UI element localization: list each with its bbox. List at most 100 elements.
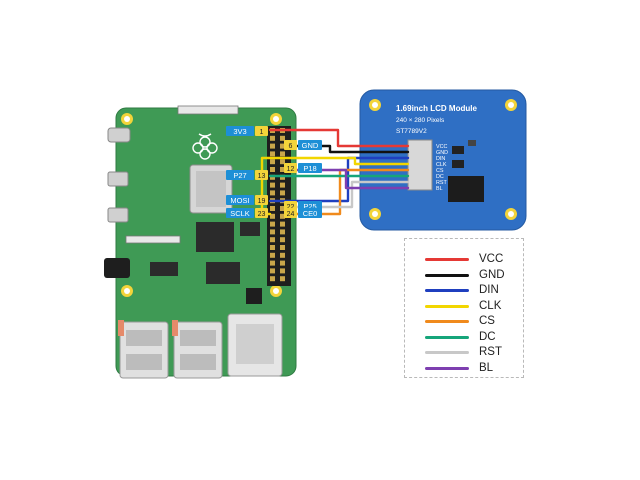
pi-pin-number: 23 <box>258 211 266 218</box>
gpio-pin <box>270 167 275 172</box>
gpio-pin <box>280 229 285 235</box>
pi-pin-tag: 24 CE0 <box>284 208 322 218</box>
pi-pin-number: 13 <box>258 173 266 180</box>
gpio-pin <box>280 268 285 274</box>
gpio-pin <box>270 221 275 227</box>
pi-pin-name: MOSI <box>230 196 249 205</box>
lcd-pin-label: CS <box>436 168 444 174</box>
legend-label: CLK <box>479 299 502 312</box>
gpio-pin <box>270 206 275 211</box>
gpio-pin <box>280 159 285 165</box>
lcd-pin-label: DIN <box>436 156 445 162</box>
legend-label: GND <box>479 268 505 281</box>
lcd-pin-label: BL <box>436 186 443 192</box>
legend-label: RST <box>479 346 502 358</box>
wire-color-legend: VCC GND DIN CLK CS DC RST BL <box>404 238 524 378</box>
pi-pin-tag: 6 GND <box>284 140 322 150</box>
gpio-pin <box>280 182 285 188</box>
gpio-pin <box>270 237 275 243</box>
pi-pin-number: 24 <box>287 211 295 218</box>
legend-label: VCC <box>479 253 504 265</box>
pi-pin-tag: 3V3 1 <box>226 126 268 136</box>
legend-swatch <box>425 258 469 261</box>
lcd-resolution: 240 × 280 Pixels <box>396 117 445 124</box>
gpio-pin <box>270 213 275 219</box>
legend-label: DC <box>479 330 496 343</box>
gpio-pin <box>280 206 285 211</box>
legend-item: CLK <box>405 298 525 314</box>
legend-item: VCC <box>405 251 525 267</box>
legend-item: DIN <box>405 282 525 298</box>
gpio-pin <box>270 159 275 165</box>
gpio-pin <box>270 252 275 258</box>
pi-pin-name: P18 <box>303 164 316 173</box>
lcd-pin-label: CLK <box>436 162 447 168</box>
gpio-pin <box>270 174 275 180</box>
pi-pin-name: 3V3 <box>233 127 246 136</box>
lcd-pin-label: VCC <box>436 144 447 150</box>
legend-swatch <box>425 351 469 354</box>
legend-label: BL <box>479 361 494 374</box>
legend-item: CS <box>405 313 525 329</box>
pi-pin-name: P25 <box>303 202 316 211</box>
gpio-pin <box>280 245 285 250</box>
gpio-pin <box>270 151 275 157</box>
gpio-pin <box>270 190 275 196</box>
pi-pin-number: 22 <box>287 204 295 211</box>
legend-swatch <box>425 335 469 339</box>
legend-swatch <box>425 366 469 370</box>
gpio-pin <box>280 252 285 258</box>
legend-swatch <box>425 289 469 292</box>
pi-pin-number: 1 <box>260 129 264 136</box>
pi-pin-name: GND <box>302 141 319 150</box>
gpio-pin <box>280 237 285 243</box>
legend-item: GND <box>405 267 525 283</box>
gpio-pin <box>270 276 275 282</box>
legend-label: CS <box>479 315 495 327</box>
legend-item: BL <box>405 360 525 376</box>
raspberry-logo-icon <box>192 133 218 160</box>
gpio-pin <box>280 190 285 196</box>
legend-item: RST <box>405 344 525 360</box>
legend-swatch <box>425 320 469 323</box>
gpio-pin <box>280 213 285 219</box>
lcd-pin-label: RST <box>436 180 447 186</box>
pi-pin-number: 6 <box>289 143 293 150</box>
lcd-pin-label: DC <box>436 174 444 180</box>
gpio-pin <box>270 229 275 235</box>
gpio-pin <box>270 245 275 250</box>
gpio-pin <box>270 268 275 274</box>
pi-pin-tag: MOSI 19 <box>226 195 268 205</box>
pi-pin-name: SCLK <box>230 209 250 218</box>
pi-pin-tag: P27 13 <box>226 170 268 180</box>
legend-swatch <box>425 304 469 308</box>
wire-vcc <box>268 128 410 148</box>
raspberry-pi-board <box>104 105 297 379</box>
pi-pin-tag: 12 P18 <box>284 163 322 173</box>
lcd-driver: ST7789V2 <box>396 128 427 135</box>
gpio-pin <box>270 143 275 149</box>
gpio-pin <box>280 221 285 227</box>
gpio-pin <box>270 135 275 141</box>
gpio-pin <box>280 174 285 180</box>
legend-item: DC <box>405 329 525 345</box>
gpio-pin <box>280 276 285 282</box>
gpio-pin <box>280 151 285 157</box>
gpio-pin <box>270 260 275 266</box>
lcd-module-board: 1.69inch LCD Module 240 × 280 Pixels ST7… <box>359 89 527 231</box>
pi-pin-name: CE0 <box>303 209 318 218</box>
pi-pin-number: 12 <box>287 166 295 173</box>
lcd-title: 1.69inch LCD Module <box>396 104 477 113</box>
pi-pin-number: 19 <box>258 198 266 205</box>
gpio-pin <box>280 260 285 266</box>
legend-label: DIN <box>479 284 499 296</box>
pi-pin-name: P27 <box>233 171 246 180</box>
lcd-pin-label: GND <box>436 150 448 156</box>
pi-pin-tag: SCLK 23 <box>226 208 268 218</box>
gpio-pin <box>280 167 285 172</box>
gpio-pin <box>280 135 285 141</box>
legend-swatch <box>425 273 469 277</box>
gpio-pin <box>270 182 275 188</box>
